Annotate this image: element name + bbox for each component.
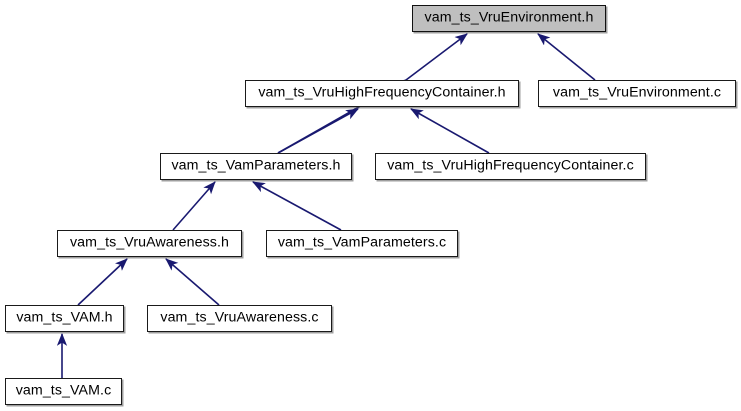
graph-node-label: vam_ts_VruEnvironment.c <box>552 84 722 101</box>
graph-edge-vru_environment_c-to-vru_environment_h <box>537 33 596 81</box>
graph-node-vam_parameters_h[interactable]: vam_ts_VamParameters.h <box>160 153 352 180</box>
graph-node-vru_awareness_h[interactable]: vam_ts_VruAwareness.h <box>57 230 242 257</box>
graph-node-label: vam_ts_VAM.c <box>15 382 112 399</box>
graph-edge-vru_high_frequency_container_c-to-vru_high_frequency_container_h <box>410 108 490 154</box>
graph-node-label: vam_ts_VruAwareness.h <box>69 234 230 251</box>
graph-node-vru_environment_h[interactable]: vam_ts_VruEnvironment.h <box>412 5 606 32</box>
graph-edge-vam_parameters_h-to-vru_high_frequency_container_h <box>277 108 359 154</box>
graph-node-vam_c[interactable]: vam_ts_VAM.c <box>5 378 122 405</box>
graph-node-vru_high_frequency_container_c[interactable]: vam_ts_VruHighFrequencyContainer.c <box>375 153 646 180</box>
graph-edge-vru_awareness_h-to-vam_parameters_h <box>172 181 216 231</box>
graph-node-vam_h[interactable]: vam_ts_VAM.h <box>5 305 124 332</box>
graph-node-label: vam_ts_VruHighFrequencyContainer.c <box>387 157 634 174</box>
graph-node-label: vam_ts_VruAwareness.c <box>160 309 319 326</box>
graph-node-label: vam_ts_VamParameters.h <box>171 157 341 174</box>
graph-node-vru_awareness_c[interactable]: vam_ts_VruAwareness.c <box>147 305 332 332</box>
graph-edge-vru_awareness_c-to-vru_awareness_h <box>165 258 220 306</box>
graph-node-label: vam_ts_VamParameters.c <box>277 234 447 251</box>
graph-node-vru_environment_c[interactable]: vam_ts_VruEnvironment.c <box>538 80 736 107</box>
graph-edge-vru_high_frequency_container_h-to-vru_environment_h <box>405 33 468 81</box>
graph-node-label: vam_ts_VruEnvironment.h <box>424 9 594 26</box>
graph-node-vru_high_frequency_container_h[interactable]: vam_ts_VruHighFrequencyContainer.h <box>245 80 519 107</box>
graph-node-label: vam_ts_VAM.h <box>16 309 113 326</box>
graph-edge-vam_parameters_c-to-vam_parameters_h <box>252 181 342 231</box>
graph-node-label: vam_ts_VruHighFrequencyContainer.h <box>258 84 506 101</box>
graph-node-vam_parameters_c[interactable]: vam_ts_VamParameters.c <box>266 230 458 257</box>
graph-edge-vam_h-to-vru_awareness_h <box>77 258 128 306</box>
